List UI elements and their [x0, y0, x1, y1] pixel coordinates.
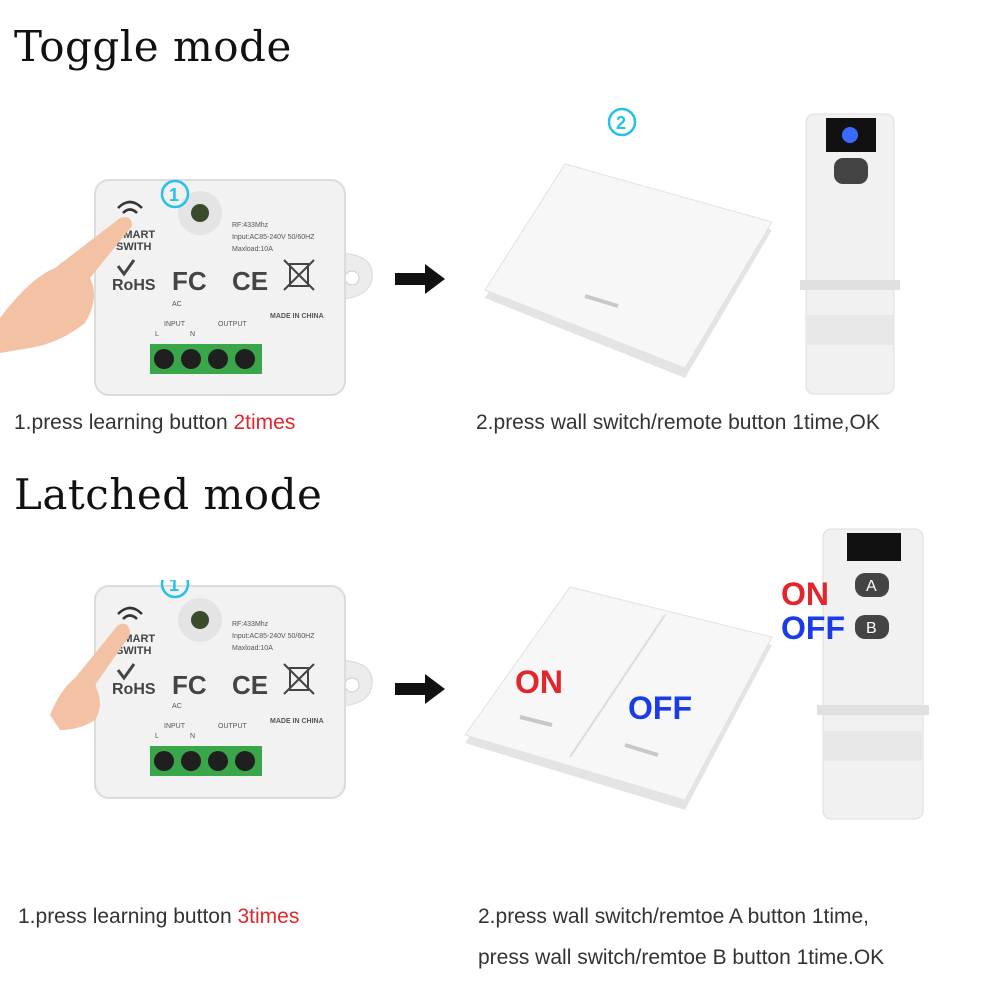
receiver-module: SMART SWITH RF:433Mhz Input:AC85-240V 50… [0, 179, 373, 396]
weee-bin-icon [283, 259, 315, 291]
input-label: INPUT [164, 321, 186, 328]
switch-off-label: OFF [628, 690, 692, 726]
ac-label: AC [172, 703, 182, 710]
terminal-block [150, 344, 262, 374]
maxload-spec: Maxload:10A [232, 645, 273, 652]
latched-step2-caption-line2: press wall switch/remtoe B button 1time.… [478, 946, 885, 969]
toggle-mode-title: Toggle mode [14, 22, 292, 71]
rohs-logo: RoHS [112, 277, 156, 294]
terminal-n-label: N [190, 331, 195, 338]
check-icon [116, 663, 136, 681]
arrow-right-icon [395, 674, 445, 704]
latched-step1-highlight: 3times [237, 905, 300, 928]
output-label: OUTPUT [218, 321, 248, 328]
svg-text:2: 2 [616, 113, 626, 133]
latched-mode-title: Latched mode [14, 470, 323, 519]
weee-bin-icon [283, 663, 315, 695]
rf-spec: RF:433Mhz [232, 222, 269, 229]
rohs-logo: RoHS [112, 681, 156, 698]
remote-button-a-label: A [866, 578, 877, 595]
svg-text:1: 1 [169, 185, 179, 205]
latched-step1-caption: 1.press learning button 3times [18, 905, 300, 928]
toggle-step1-highlight: 2times [233, 411, 296, 434]
output-label: OUTPUT [218, 723, 248, 730]
ce-logo: CE [232, 266, 268, 296]
remote-control-single [800, 113, 900, 395]
input-spec: Input:AC85-240V 50/60HZ [232, 633, 315, 640]
remote-off-label: OFF [781, 610, 845, 646]
toggle-step2-caption: 2.press wall switch/remote button 1time,… [476, 411, 880, 434]
ce-logo: CE [232, 670, 268, 700]
step-marker-1: 1 [160, 580, 190, 599]
remote-button-a [855, 573, 889, 597]
ac-label: AC [172, 301, 182, 308]
latched-step2-caption-line1: 2.press wall switch/remtoe A button 1tim… [478, 905, 870, 928]
hand-pointer-icon [0, 217, 132, 353]
hand-pointer-icon [50, 623, 130, 730]
arrow-right-icon [395, 264, 445, 294]
fc-logo: FC [172, 266, 207, 296]
wall-switch-single: 2 [484, 107, 773, 378]
remote-button-b-label: B [866, 620, 877, 637]
terminal-l-label: L [155, 331, 159, 338]
svg-text:1: 1 [169, 580, 179, 595]
brand-line2: SWITH [116, 241, 151, 253]
brand-line2: SWITH [116, 645, 151, 657]
remote-control-ab: A B ON OFF [781, 528, 929, 820]
terminal-l-label: L [155, 733, 159, 740]
made-in-label: MADE IN CHINA [270, 718, 324, 725]
fc-logo: FC [172, 670, 207, 700]
maxload-spec: Maxload:10A [232, 246, 273, 253]
step-marker-2: 2 [607, 107, 637, 137]
rf-spec: RF:433Mhz [232, 621, 269, 628]
receiver-module-latched: SMART SWITH RF:433Mhz Input:AC85-240V 50… [50, 580, 373, 799]
wall-switch-dual: ON OFF [464, 586, 773, 810]
switch-on-label: ON [515, 664, 563, 700]
wifi-icon [117, 606, 143, 620]
check-icon [116, 259, 136, 277]
terminal-n-label: N [190, 733, 195, 740]
wifi-icon [117, 200, 143, 214]
remote-on-label: ON [781, 576, 829, 612]
remote-button-b [855, 615, 889, 639]
remote-button [834, 158, 868, 184]
input-label: INPUT [164, 723, 186, 730]
input-spec: Input:AC85-240V 50/60HZ [232, 234, 315, 241]
step-marker-1: 1 [160, 179, 190, 209]
made-in-label: MADE IN CHINA [270, 313, 324, 320]
toggle-step1-caption: 1.press learning button 2times [14, 411, 296, 434]
terminal-block [150, 746, 262, 776]
